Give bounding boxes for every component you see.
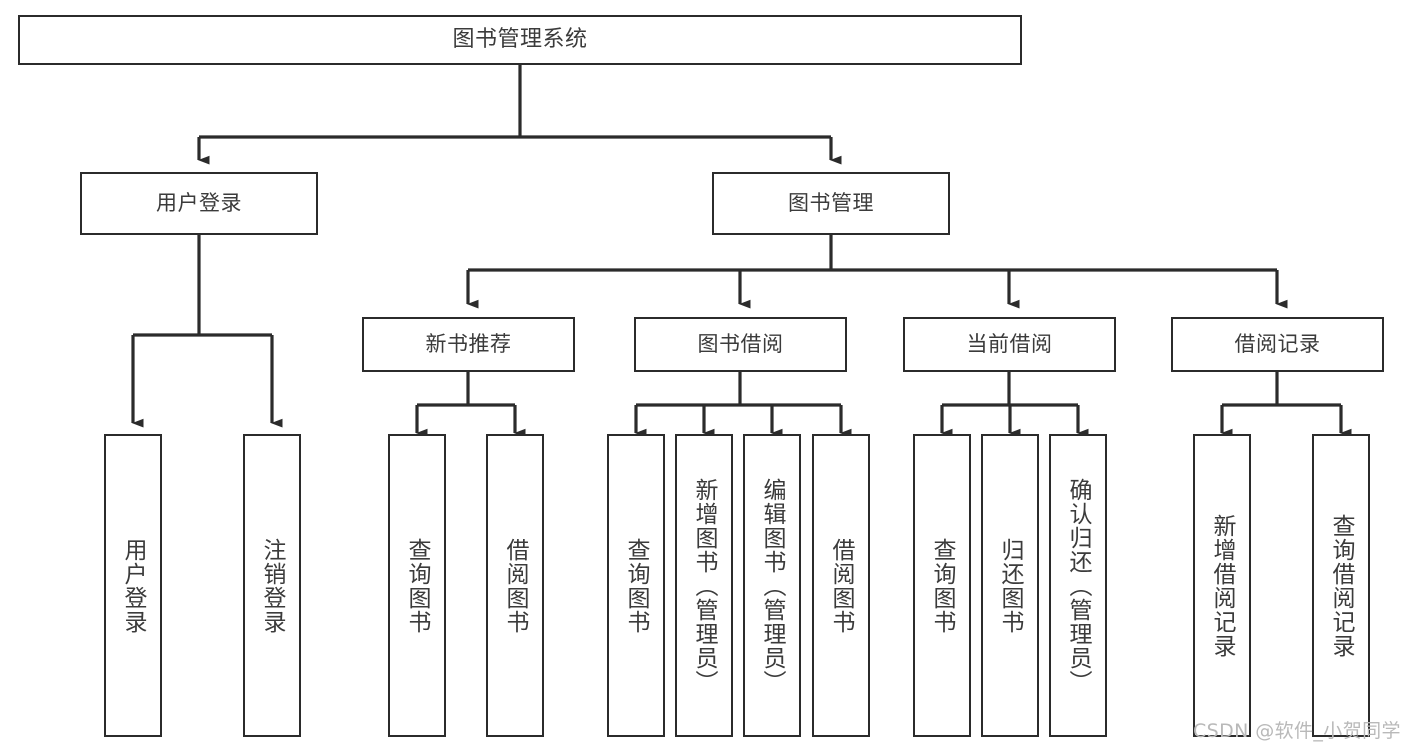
node-label: 查询图书	[623, 537, 650, 634]
node-label: 确认归还（管理员）	[1065, 477, 1092, 694]
node-book-management[interactable]: 图书管理	[712, 172, 950, 235]
node-root-book-management-system[interactable]: 图书管理系统	[18, 15, 1022, 65]
node-label: 新书推荐	[425, 331, 512, 356]
node-label: 查询图书	[404, 537, 431, 634]
node-label: 查询借阅记录	[1328, 513, 1355, 658]
node-label: 用户登录	[120, 537, 147, 634]
node-label: 用户登录	[156, 190, 242, 215]
node-label: 借阅图书	[828, 537, 855, 634]
node-label: 借阅图书	[502, 537, 529, 634]
leaf-user-login-logout[interactable]: 注销登录	[243, 434, 301, 737]
node-label: 查询图书	[929, 537, 956, 634]
node-label: 图书管理	[788, 190, 874, 215]
node-label: 当前借阅	[966, 331, 1053, 356]
node-label: 注销登录	[259, 537, 286, 634]
leaf-borrow-borrow-book[interactable]: 借阅图书	[812, 434, 870, 737]
node-label: 新增借阅记录	[1209, 513, 1236, 658]
node-user-login[interactable]: 用户登录	[80, 172, 318, 235]
leaf-user-login-login[interactable]: 用户登录	[104, 434, 162, 737]
leaf-borrow-edit-book-admin[interactable]: 编辑图书（管理员）	[743, 434, 801, 737]
node-label: 图书借阅	[697, 331, 784, 356]
leaf-borrow-query-book[interactable]: 查询图书	[607, 434, 665, 737]
node-new-book-recommendation[interactable]: 新书推荐	[362, 317, 575, 372]
leaf-current-confirm-return-admin[interactable]: 确认归还（管理员）	[1049, 434, 1107, 737]
leaf-current-return-book[interactable]: 归还图书	[981, 434, 1039, 737]
node-current-borrowing[interactable]: 当前借阅	[903, 317, 1116, 372]
node-label: 图书管理系统	[452, 26, 588, 52]
csdn-watermark: CSDN @软件_小贺同学	[1193, 720, 1401, 742]
node-label: 新增图书（管理员）	[691, 477, 718, 694]
leaf-new-book-borrow[interactable]: 借阅图书	[486, 434, 544, 737]
node-label: 归还图书	[997, 537, 1024, 634]
leaf-current-query-book[interactable]: 查询图书	[913, 434, 971, 737]
leaf-record-add-record[interactable]: 新增借阅记录	[1193, 434, 1251, 737]
node-label: 借阅记录	[1234, 331, 1321, 356]
node-book-borrowing[interactable]: 图书借阅	[634, 317, 847, 372]
node-label: 编辑图书（管理员）	[759, 477, 786, 694]
leaf-record-query-record[interactable]: 查询借阅记录	[1312, 434, 1370, 737]
leaf-borrow-add-book-admin[interactable]: 新增图书（管理员）	[675, 434, 733, 737]
node-borrowing-record[interactable]: 借阅记录	[1171, 317, 1384, 372]
leaf-new-book-query[interactable]: 查询图书	[388, 434, 446, 737]
